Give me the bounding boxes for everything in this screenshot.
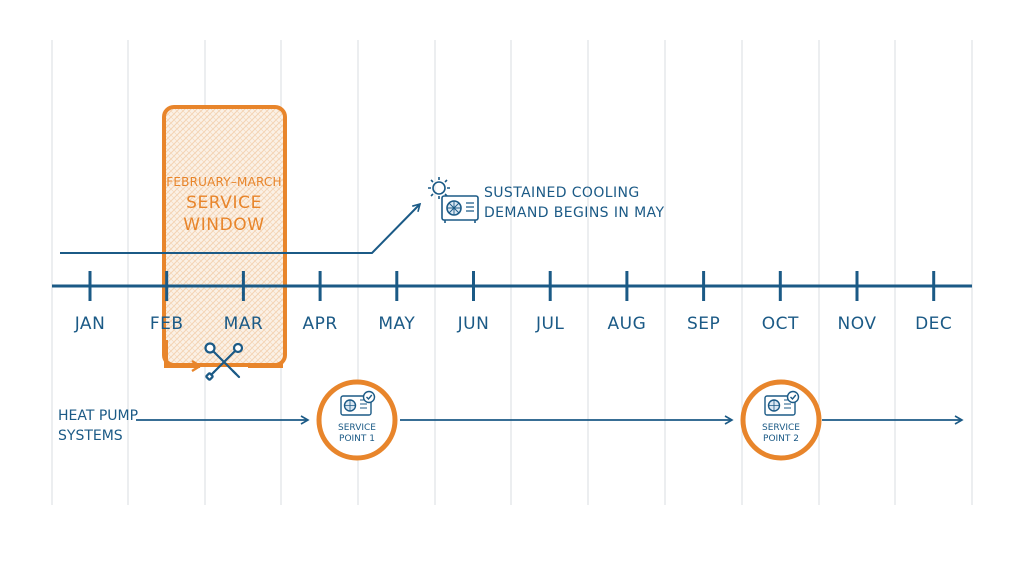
service-window-line1: FEBRUARY–MARCH <box>166 175 281 189</box>
month-label: APR <box>302 314 337 334</box>
tools-icon <box>204 342 244 381</box>
service-point-1: SERVICE POINT 1 <box>316 379 398 461</box>
callout-line2: DEMAND BEGINS IN MAY <box>484 205 664 221</box>
service-point-2-line2: POINT 2 <box>763 434 799 444</box>
cooling-demand-line <box>60 202 422 254</box>
month-label: DEC <box>915 314 952 334</box>
callout-line1: SUSTAINED COOLING <box>484 185 640 201</box>
service-window-line3: WINDOW <box>183 215 264 235</box>
timeline-axis: JAN FEB MAR APR MAY JUN JUL AUG SEP OCT NOV DEC <box>52 271 972 334</box>
month-label: FEB <box>150 314 184 334</box>
heat-pump-row: HEAT PUMP SYSTEMS <box>58 408 964 444</box>
row-label-line1: HEAT PUMP <box>58 408 138 424</box>
month-label: MAR <box>224 314 264 334</box>
service-window: FEBRUARY–MARCH SERVICE WINDOW <box>162 105 287 381</box>
service-point-2-line1: SERVICE <box>762 423 800 433</box>
cooling-callout: SUSTAINED COOLING DEMAND BEGINS IN MAY <box>428 177 664 223</box>
sun-icon <box>428 177 450 199</box>
month-label: MAY <box>378 314 415 334</box>
outdoor-unit-check-icon <box>764 390 800 416</box>
month-label: JUN <box>457 314 490 334</box>
month-label: NOV <box>838 314 877 334</box>
month-label: JAN <box>74 314 106 334</box>
month-label: SEP <box>687 314 720 334</box>
service-window-line2: SERVICE <box>186 193 262 213</box>
outdoor-unit-icon <box>441 195 479 223</box>
service-point-2: SERVICE POINT 2 <box>740 379 822 461</box>
month-label: OCT <box>762 314 799 334</box>
outdoor-unit-check-icon <box>340 390 376 416</box>
month-label: AUG <box>608 314 647 334</box>
service-point-1-line2: POINT 1 <box>339 434 375 444</box>
row-label-line2: SYSTEMS <box>58 428 123 444</box>
month-label: JUL <box>535 314 564 334</box>
service-point-1-line1: SERVICE <box>338 423 376 433</box>
